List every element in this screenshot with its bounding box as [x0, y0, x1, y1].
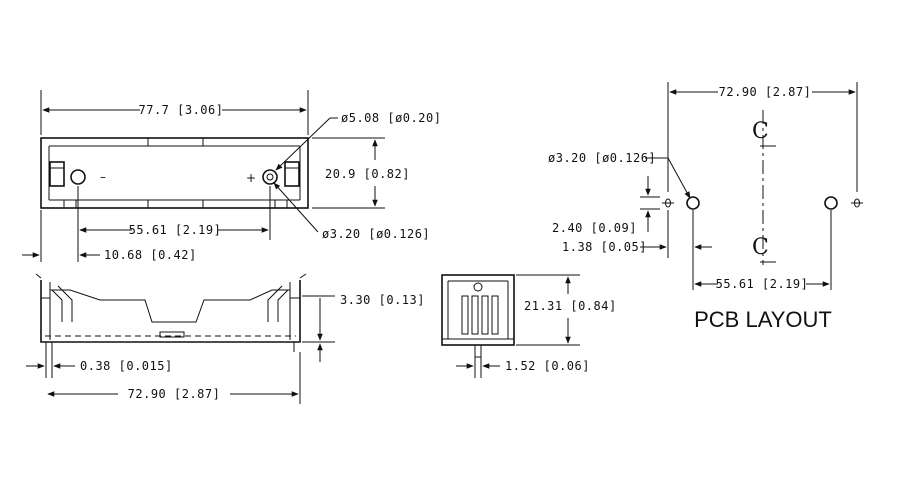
minus-sign: –: [100, 170, 106, 184]
side-thickness-label: 0.38 [0.015]: [80, 359, 173, 373]
cl-symbol-top: C: [752, 119, 769, 144]
end-pin-width-label: 1.52 [0.06]: [505, 359, 590, 373]
top-view: 77.7 [3.06] – + ø5.08 [ø0.20] 20.9: [22, 90, 441, 262]
top-length-label: 77.7 [3.06]: [139, 103, 224, 117]
hole-dia-small-label: ø3.20 [ø0.126]: [322, 227, 430, 241]
pcb-hole-left: [686, 196, 700, 210]
holder-body-side: [40, 280, 301, 343]
pcb-overall-label: 72.90 [2.87]: [719, 85, 812, 99]
top-pin-spacing-label: 55.61 [2.19]: [129, 223, 222, 237]
plus-sign: +: [246, 171, 256, 185]
cl-symbol-bottom: C: [752, 235, 769, 260]
side-view: 3.30 [0.13] 0.38 [0.015] 72.90 [2.87]: [26, 273, 425, 404]
hole-dia-large-label: ø5.08 [ø0.20]: [341, 111, 441, 125]
end-view: 21.31 [0.84] 1.52 [0.06]: [441, 274, 617, 378]
pcb-pin-spacing-label: 55.61 [2.19]: [716, 277, 809, 291]
pcb-hole-dia-label: ø3.20 [ø0.126]: [548, 151, 656, 165]
side-length-label: 72.90 [2.87]: [128, 387, 221, 401]
pcb-hole-right: [824, 196, 838, 210]
top-width-label: 20.9 [0.82]: [325, 167, 410, 181]
holder-body-top: [40, 137, 309, 209]
hole-right: [262, 169, 278, 185]
left-contact: [49, 161, 65, 187]
pcb-layout: 72.90 [2.87] C C ø3.20 [ø0.126] 2.40 [0.…: [548, 82, 863, 332]
top-offset-label: 10.68 [0.42]: [104, 248, 197, 262]
pcb-layout-title: PCB LAYOUT: [694, 307, 832, 332]
right-contact: [284, 161, 300, 187]
pcb-offset-v-label: 2.40 [0.09]: [552, 221, 637, 235]
end-height-label: 21.31 [0.84]: [524, 299, 617, 313]
pcb-offset-h-label: 1.38 [0.05]: [562, 240, 647, 254]
side-height-label: 3.30 [0.13]: [340, 293, 425, 307]
hole-left: [70, 169, 86, 185]
